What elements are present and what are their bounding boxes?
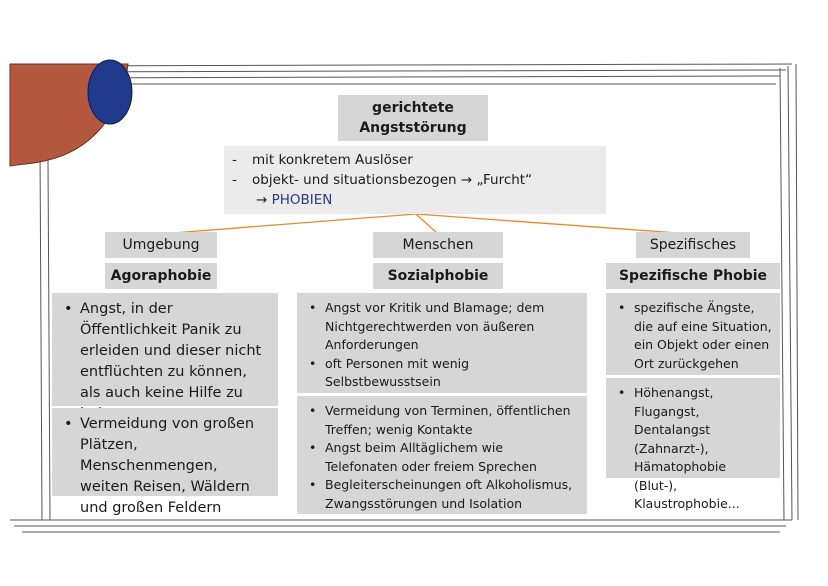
root-result-label: PHOBIEN <box>271 192 333 208</box>
category-spezifisches: Spezifisches <box>636 232 750 258</box>
phobia-agoraphobie: Agoraphobie <box>105 263 217 289</box>
sozialphobie-avoidance-box: Vermeidung von Terminen, öffentlichen Tr… <box>297 396 587 514</box>
arrow-icon: → <box>256 192 268 208</box>
list-item: Angst, in der Öffentlichkeit Panik zu er… <box>58 299 270 425</box>
root-bullet-2: objekt- und situationsbezogen → „Furcht“ <box>252 172 533 188</box>
list-item: oft Personen mit wenig Selbstbewusstsein <box>303 355 579 392</box>
connector-lines <box>159 213 693 235</box>
corner-blue-shape <box>87 59 133 125</box>
list-item: Angst beim Alltäglichem wie Telefonaten … <box>303 439 579 476</box>
list-item: Begleiterscheinungen oft Alkoholismus, Z… <box>303 476 579 513</box>
phobia-spezifische-phobie: Spezifische Phobie <box>606 263 780 289</box>
list-item: spezifische Ängste, die auf eine Situati… <box>612 299 772 373</box>
phobia-sozialphobie: Sozialphobie <box>373 263 503 289</box>
spezifische-description-box: spezifische Ängste, die auf eine Situati… <box>606 293 780 375</box>
spezifische-examples-box: Höhenangst, Flugangst, Dentalangst (Zahn… <box>606 378 780 511</box>
root-title-box: gerichtete Angststörung <box>338 95 488 141</box>
root-title-line1: gerichtete <box>372 100 454 116</box>
agoraphobie-description-box: Angst, in der Öffentlichkeit Panik zu er… <box>52 293 278 422</box>
root-title-line2: Angststörung <box>359 120 467 136</box>
list-item: Vermeidung von großen Plätzen, Menschenm… <box>58 414 270 519</box>
dash-marker: - <box>232 172 237 188</box>
category-umgebung: Umgebung <box>105 232 217 258</box>
list-item: Vermeidung von Terminen, öffentlichen Tr… <box>303 402 579 439</box>
root-bullet-1: mit konkretem Auslöser <box>252 152 413 168</box>
root-description-box: - mit konkretem Auslöser - objekt- und s… <box>224 146 606 214</box>
list-item: Angst vor Kritik und Blamage; dem Nichtg… <box>303 299 579 355</box>
list-item: Höhenangst, Flugangst, Dentalangst (Zahn… <box>612 384 772 514</box>
category-menschen: Menschen <box>373 232 503 258</box>
dash-marker: - <box>232 152 237 168</box>
sozialphobie-description-box: Angst vor Kritik und Blamage; dem Nichtg… <box>297 293 587 393</box>
agoraphobie-avoidance-box: Vermeidung von großen Plätzen, Menschenm… <box>52 408 278 516</box>
